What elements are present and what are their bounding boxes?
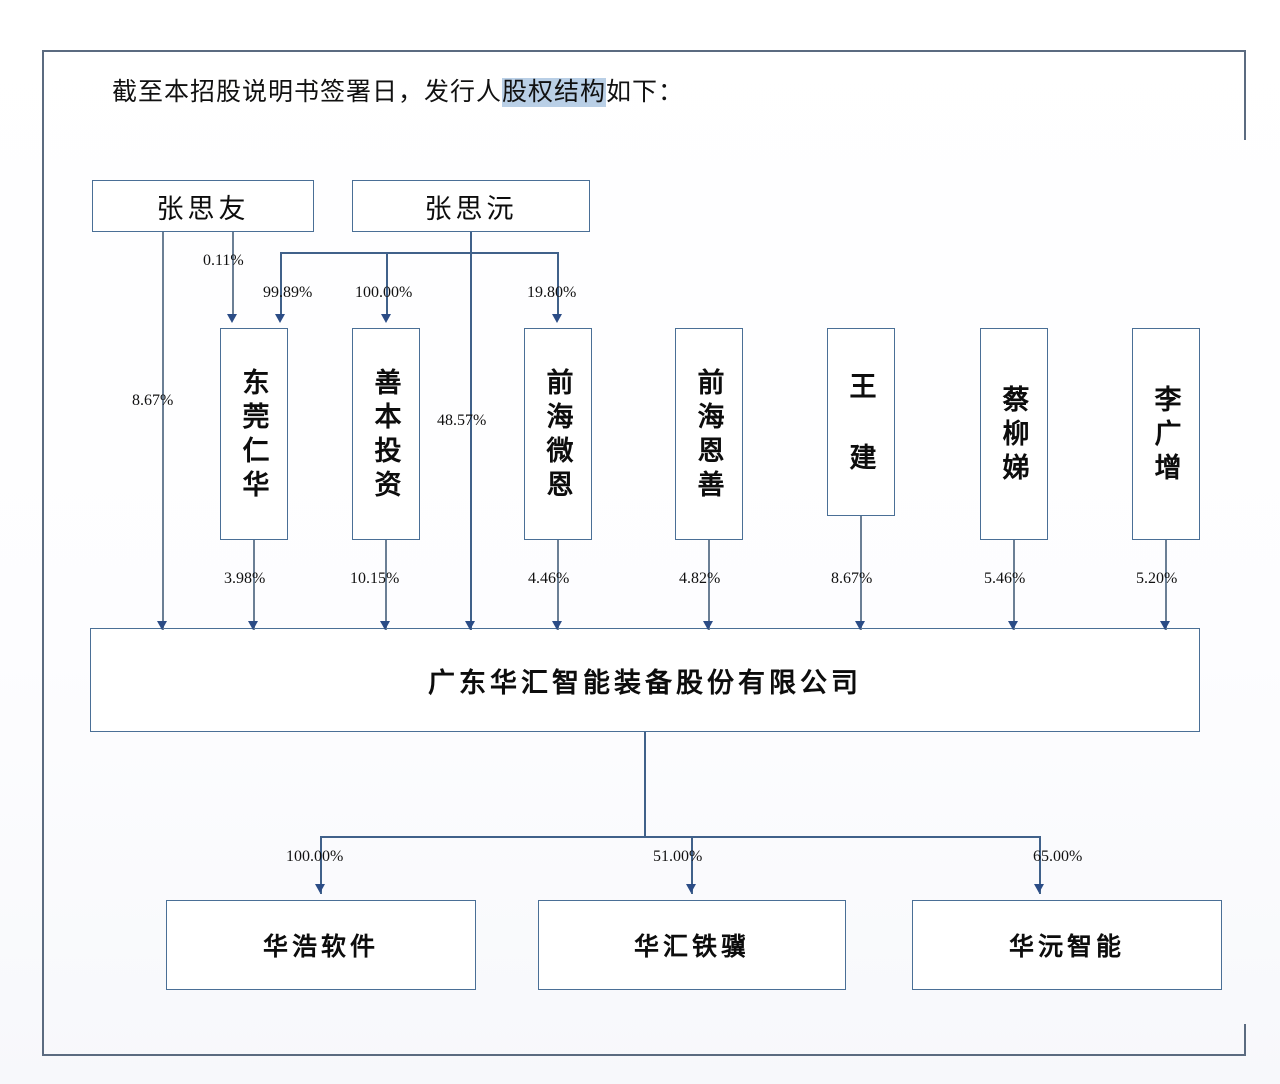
edge-zhangsiyuan-qianhaiweien — [557, 252, 559, 318]
arrowhead-shanbentouzi-company — [380, 621, 390, 630]
node-label: 华沅智能 — [1008, 934, 1125, 961]
edge-zhangsiyou-company — [162, 232, 164, 630]
node-dongguanrenhua[interactable]: 东莞仁华 — [220, 328, 288, 540]
edge-label-sub-100: 100.00% — [286, 848, 344, 865]
edge-label-5-20: 5.20% — [1136, 570, 1178, 587]
node-qianhaienshan[interactable]: 前海恩善 — [675, 328, 743, 540]
node-label: 华汇铁骥 — [633, 934, 750, 961]
edge-label-5-46: 5.46% — [984, 570, 1026, 587]
edge-zhangsiyuan-stem — [470, 232, 472, 254]
arrowhead-qianhaiweien-company — [552, 621, 562, 630]
node-zhangsiyou[interactable]: 张思友 — [92, 180, 314, 232]
page-frame-right-upper — [1244, 50, 1246, 140]
intro-paragraph: 截至本招股说明书签署日，发行人股权结构如下： — [112, 72, 684, 108]
arrowhead-liguangzeng-company — [1160, 621, 1170, 630]
edge-zhangsiyuan-company — [470, 252, 472, 630]
edge-label-sub-51: 51.00% — [653, 848, 703, 865]
node-label: 张思友 — [156, 193, 250, 224]
arrowhead-zhangsiyou-company — [157, 621, 167, 630]
node-label: 王 建 — [845, 371, 876, 477]
edge-zhangsiyuan-shanbentouzi — [386, 252, 388, 318]
node-zhangsiyuan[interactable]: 张思沅 — [352, 180, 590, 232]
node-label: 张思沅 — [424, 193, 518, 224]
node-huahuitieji[interactable]: 华汇铁骥 — [538, 900, 846, 990]
edge-label-0-11: 0.11% — [203, 252, 244, 269]
edge-label-8-67-left: 8.67% — [132, 392, 174, 409]
page-frame-bottom — [42, 1054, 1246, 1056]
node-label: 李广增 — [1150, 385, 1181, 487]
edge-label-sub-65: 65.00% — [1033, 848, 1083, 865]
node-shanbentouzi[interactable]: 善本投资 — [352, 328, 420, 540]
node-label: 前海恩善 — [693, 368, 724, 504]
page-frame-right-lower — [1244, 1024, 1246, 1056]
edge-company-huahaoruanjian — [320, 836, 322, 894]
edge-label-10-15: 10.15% — [350, 570, 400, 587]
arrowhead-cailiudi-company — [1008, 621, 1018, 630]
node-label: 蔡柳娣 — [998, 385, 1029, 487]
edge-label-8-67-wang: 8.67% — [831, 570, 873, 587]
node-label: 广东华汇智能装备股份有限公司 — [428, 667, 862, 698]
edge-company-stem-lower — [644, 786, 646, 836]
arrowhead-zhangsiyuan-dongguanrenhua — [275, 314, 285, 323]
edge-label-48-57: 48.57% — [437, 412, 487, 429]
intro-highlight: 股权结构 — [502, 78, 607, 107]
node-wangjian[interactable]: 王 建 — [827, 328, 895, 516]
node-qianhaiweien[interactable]: 前海微恩 — [524, 328, 592, 540]
edge-wangjian-company — [860, 516, 862, 630]
page-frame-top — [42, 50, 1246, 52]
intro-text-after: 如下： — [606, 79, 685, 106]
node-huayuanzhineng[interactable]: 华沅智能 — [912, 900, 1222, 990]
arrowhead-zhangsiyuan-shanbentouzi — [381, 314, 391, 323]
arrowhead-company-huahaoruanjian — [315, 884, 325, 893]
edge-company-huahuitieji — [691, 836, 693, 894]
arrowhead-wangjian-company — [855, 621, 865, 630]
edge-qianhaienshan-company — [708, 540, 710, 630]
node-company[interactable]: 广东华汇智能装备股份有限公司 — [90, 628, 1200, 732]
edge-cailiudi-company — [1013, 540, 1015, 630]
edge-label-4-82: 4.82% — [679, 570, 721, 587]
node-label: 前海微恩 — [542, 368, 573, 504]
edge-dongguanrenhua-company — [253, 540, 255, 630]
node-huahaoruanjian[interactable]: 华浩软件 — [166, 900, 476, 990]
node-label: 华浩软件 — [262, 934, 379, 961]
edge-label-4-46: 4.46% — [528, 570, 570, 587]
arrowhead-company-huahuitieji — [686, 884, 696, 893]
node-label: 东莞仁华 — [238, 368, 269, 504]
node-cailiudi[interactable]: 蔡柳娣 — [980, 328, 1048, 540]
edge-label-100-00: 100.00% — [355, 284, 413, 301]
edge-liguangzeng-company — [1165, 540, 1167, 630]
edge-qianhaiweien-company — [557, 540, 559, 630]
arrowhead-dongguanrenhua-company — [248, 621, 258, 630]
edge-company-huayuanzhineng — [1039, 836, 1041, 894]
node-liguangzeng[interactable]: 李广增 — [1132, 328, 1200, 540]
page-frame-left — [42, 50, 44, 1056]
node-label: 善本投资 — [370, 368, 401, 504]
edge-label-3-98: 3.98% — [224, 570, 266, 587]
edge-zhangsiyuan-bus — [280, 252, 558, 254]
arrowhead-company-huayuanzhineng — [1034, 884, 1044, 893]
edge-label-19-80: 19.80% — [527, 284, 577, 301]
edge-company-bus — [320, 836, 1040, 838]
edge-company-stem — [644, 732, 646, 786]
edge-zhangsiyuan-dongguanrenhua — [280, 252, 282, 318]
arrowhead-zhangsiyuan-company — [465, 621, 475, 630]
edge-zhangsiyou-dongguanrenhua — [232, 232, 234, 318]
arrowhead-zhangsiyuan-qianhaiweien — [552, 314, 562, 323]
edge-label-99-89: 99.89% — [263, 284, 313, 301]
arrowhead-qianhaienshan-company — [703, 621, 713, 630]
intro-text-before: 截至本招股说明书签署日，发行人 — [112, 79, 503, 106]
arrowhead-zhangsiyou-dongguanrenhua — [227, 314, 237, 323]
edge-shanbentouzi-company — [385, 540, 387, 630]
